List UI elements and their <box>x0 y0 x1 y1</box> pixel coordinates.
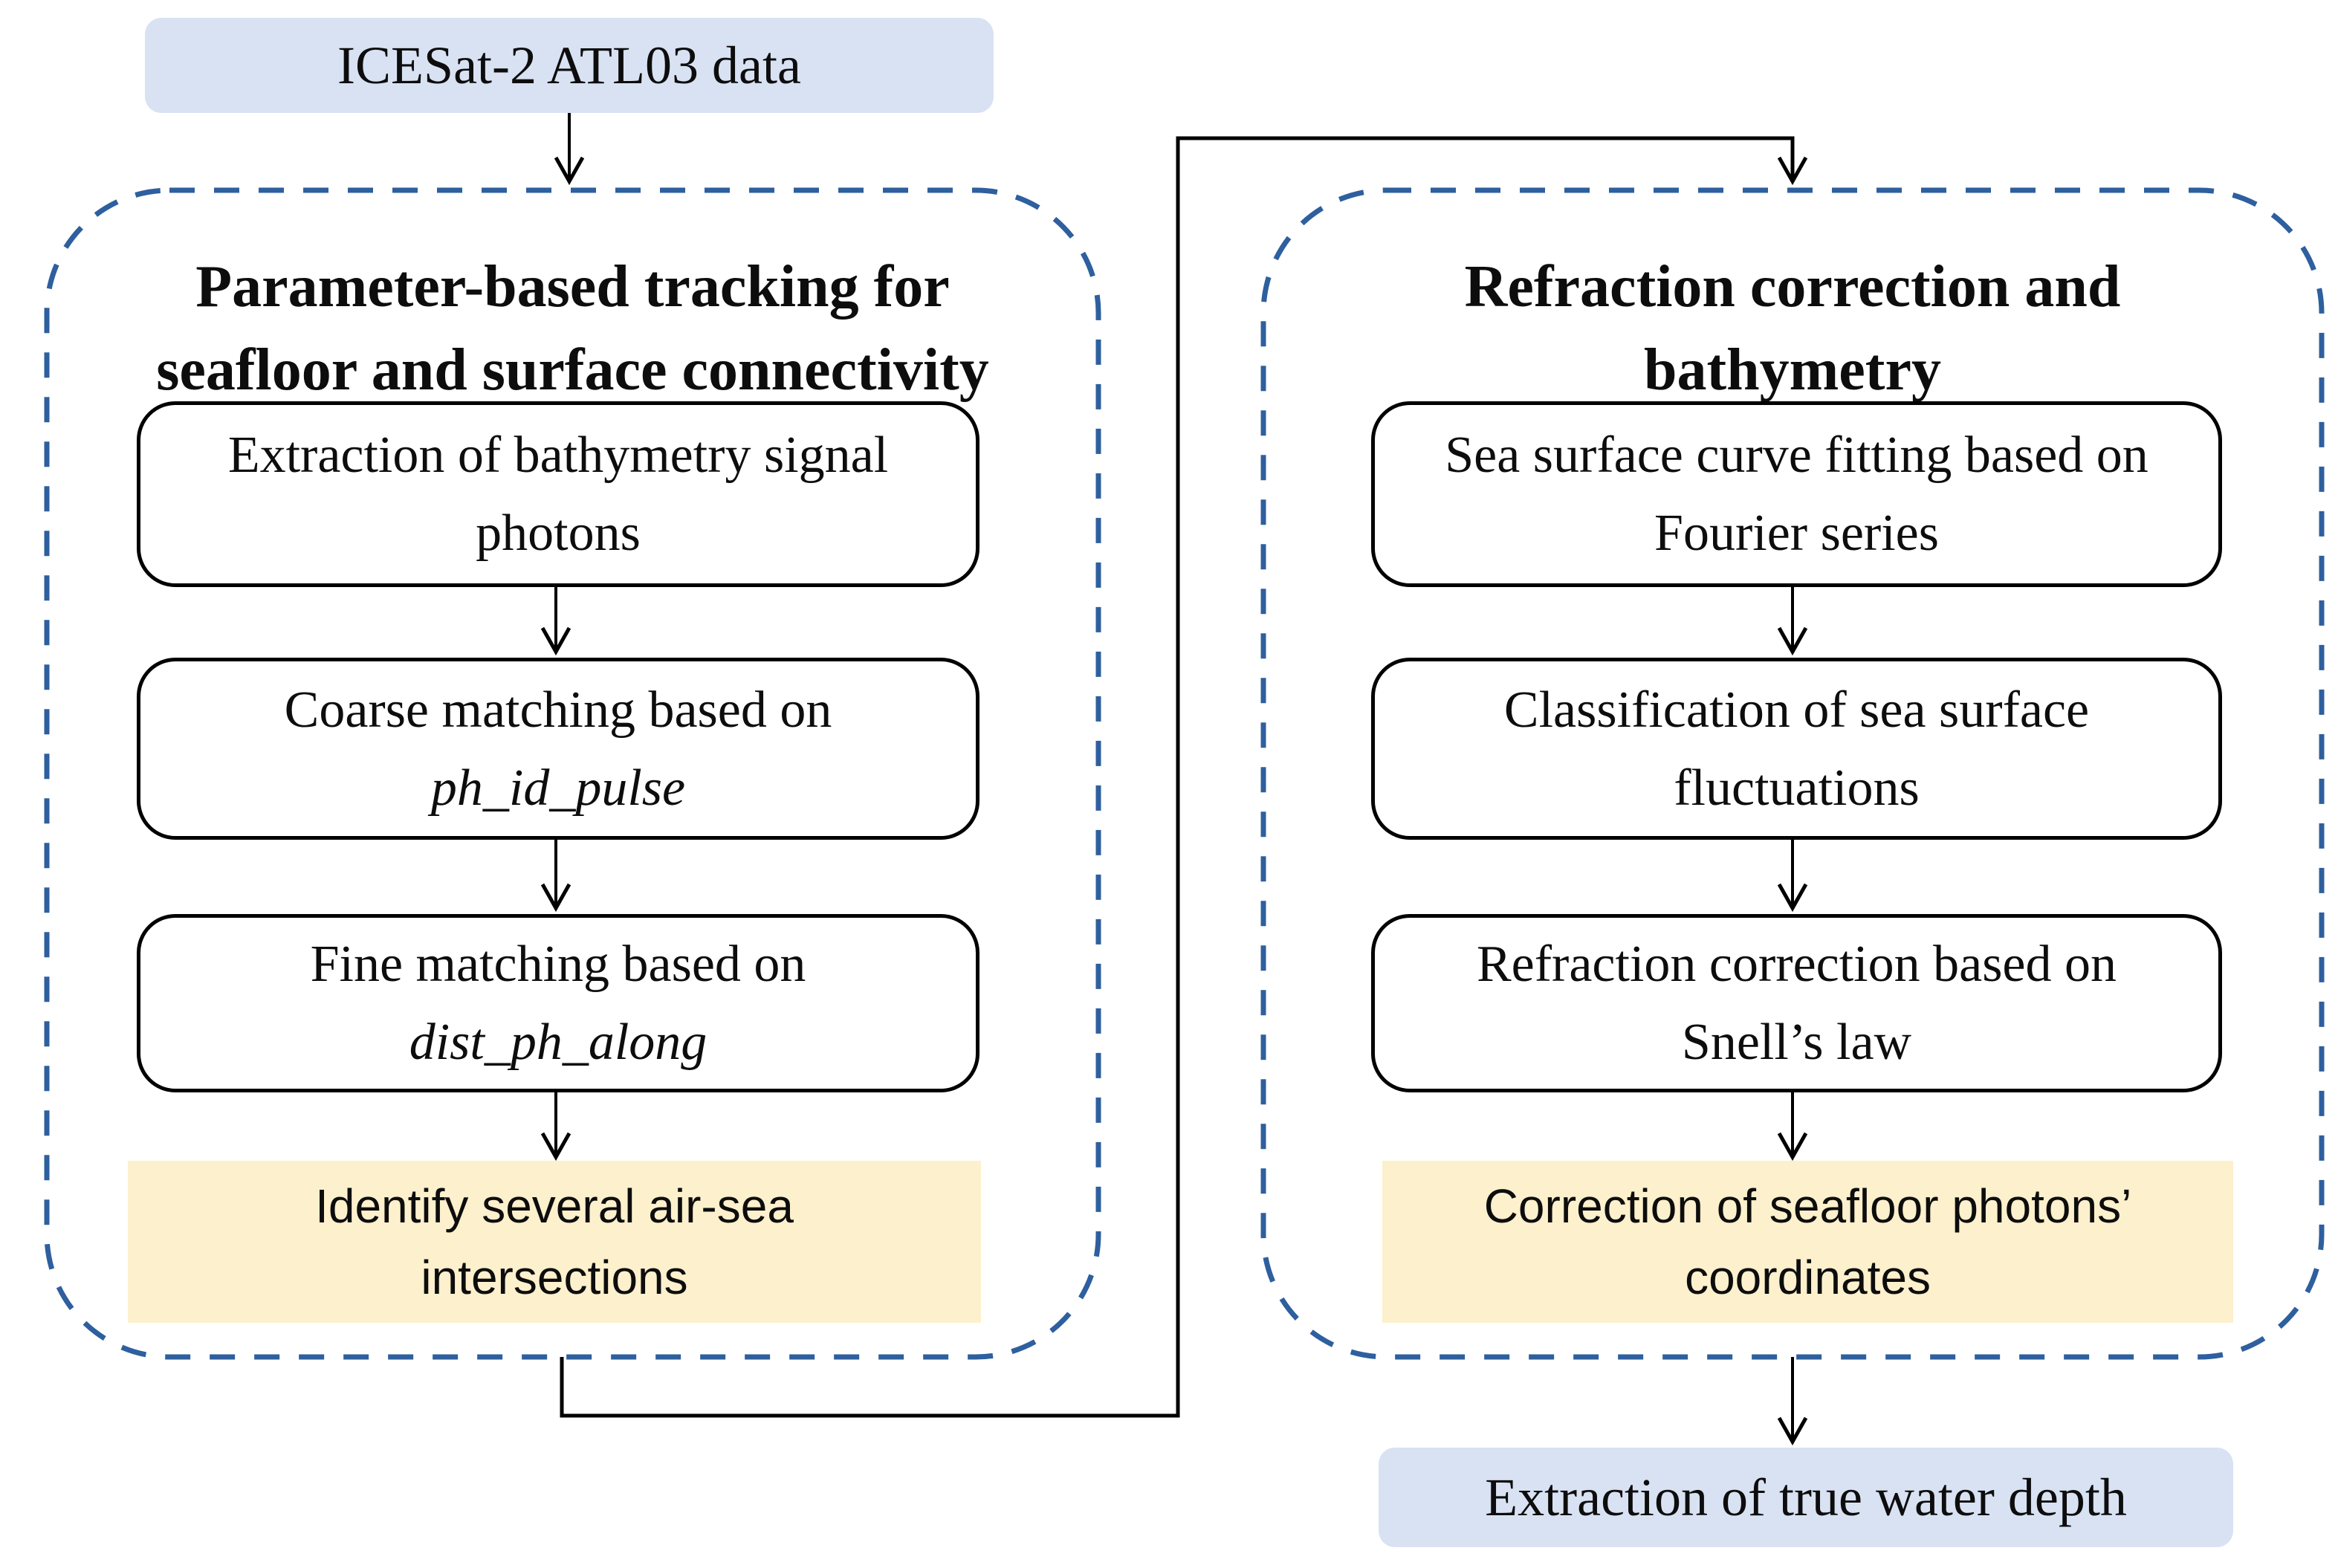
left-step-fine-matching-line2: dist_ph_along <box>409 1014 707 1071</box>
left-result-line2: intersections <box>421 1251 688 1304</box>
left-group-border <box>44 187 1101 1360</box>
right-group-border <box>1260 187 2325 1360</box>
right-result-line2: coordinates <box>1685 1251 1931 1304</box>
right-group-title: Refraction correction and bathymetry <box>1263 245 2322 412</box>
left-result-line1: Identify several air-sea <box>315 1179 794 1233</box>
output-node-label: Extraction of true water depth <box>1485 1467 2127 1527</box>
right-step-curve-fitting-line1: Sea surface curve fitting based on <box>1445 427 2148 484</box>
left-result-node: Identify several air-sea intersections <box>128 1161 981 1323</box>
right-result-line1: Correction of seafloor photons’ <box>1483 1179 2132 1233</box>
right-step-classification: Classification of sea surface fluctuatio… <box>1371 658 2222 840</box>
left-step-extraction: Extraction of bathymetry signal photons <box>137 401 979 587</box>
left-group-title-line1: Parameter-based tracking for <box>195 254 950 320</box>
left-step-coarse-matching-line2: ph_id_pulse <box>430 759 686 817</box>
right-result-node: Correction of seafloor photons’ coordina… <box>1382 1161 2233 1323</box>
right-group-title-line2: bathymetry <box>1644 337 1941 403</box>
right-step-refraction-correction: Refraction correction based on Snell’s l… <box>1371 914 2222 1092</box>
right-step-refraction-correction-line2: Snell’s law <box>1681 1014 1912 1071</box>
connector-left-group-to-right-group <box>560 136 1808 1418</box>
right-group-title-line1: Refraction correction and <box>1464 254 2121 320</box>
left-step-coarse-matching-line1: Coarse matching based on <box>284 681 832 739</box>
left-step-coarse-matching: Coarse matching based on ph_id_pulse <box>137 658 979 840</box>
right-step-curve-fitting-line2: Fourier series <box>1654 505 1939 562</box>
right-step-curve-fitting: Sea surface curve fitting based on Fouri… <box>1371 401 2222 587</box>
left-group-title-line2: seafloor and surface connectivity <box>156 337 989 403</box>
right-step-classification-line1: Classification of sea surface <box>1503 681 2090 739</box>
left-step-extraction-line1: Extraction of bathymetry signal <box>227 427 889 484</box>
right-step-classification-line2: fluctuations <box>1674 759 1920 817</box>
left-step-fine-matching: Fine matching based on dist_ph_along <box>137 914 979 1092</box>
left-group-title: Parameter-based tracking for seafloor an… <box>47 245 1098 412</box>
input-node: ICESat-2 ATL03 data <box>145 18 994 113</box>
left-step-fine-matching-line1: Fine matching based on <box>310 936 806 993</box>
input-node-label: ICESat-2 ATL03 data <box>337 35 801 95</box>
right-step-refraction-correction-line1: Refraction correction based on <box>1476 936 2117 993</box>
left-step-extraction-line2: photons <box>476 505 641 562</box>
output-node: Extraction of true water depth <box>1379 1448 2233 1547</box>
